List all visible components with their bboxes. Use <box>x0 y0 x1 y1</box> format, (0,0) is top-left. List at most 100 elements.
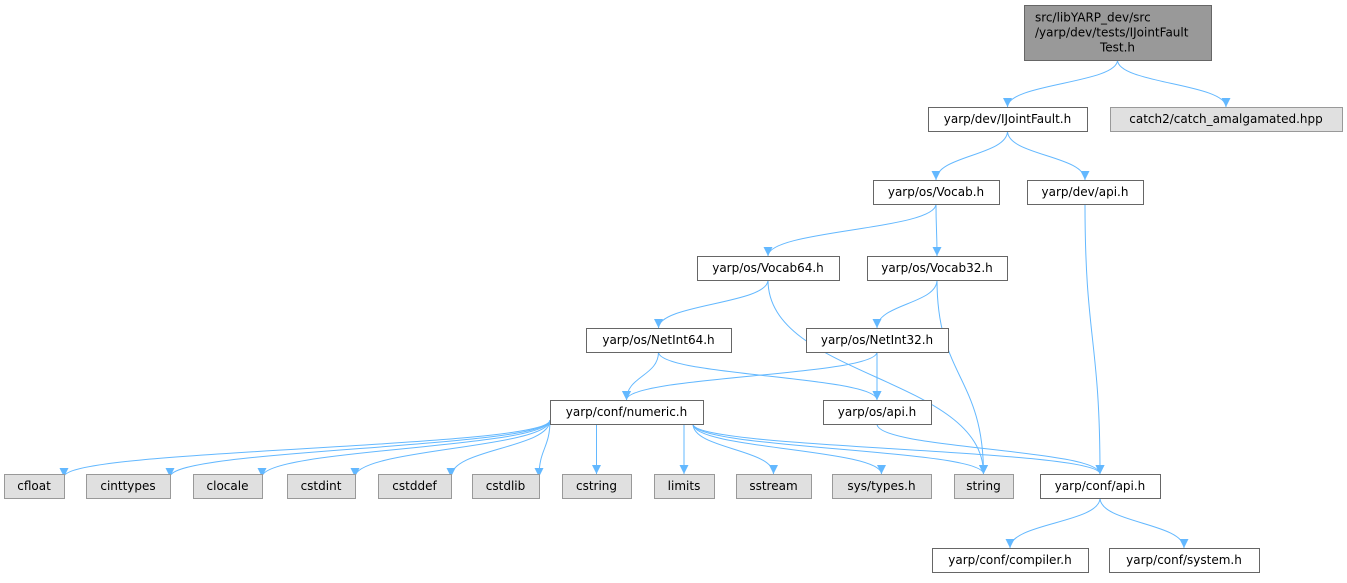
node-box <box>928 107 1088 132</box>
node-box <box>378 474 452 499</box>
node-vocab32[interactable]: yarp/os/Vocab32.h <box>867 256 1008 281</box>
node-label: sstream <box>749 479 797 493</box>
node-box <box>1110 107 1343 132</box>
node-cstdlib: cstdlib <box>472 474 540 499</box>
edge-numeric-to-confapi <box>692 423 1105 475</box>
node-box <box>1024 5 1212 61</box>
node-label: yarp/os/Vocab32.h <box>881 261 993 275</box>
node-box <box>472 474 540 499</box>
edge-numeric-to-cfloat <box>59 419 551 478</box>
node-label: cstdlib <box>486 479 525 493</box>
edge-vocab-to-vocab32 <box>932 203 942 257</box>
edge-vocab64-to-string <box>767 279 988 475</box>
node-box <box>654 474 715 499</box>
node-box <box>1109 548 1260 573</box>
node-label: yarp/os/api.h <box>838 405 916 419</box>
node-clocale: clocale <box>193 474 263 499</box>
node-box <box>1027 180 1144 205</box>
node-system[interactable]: yarp/conf/system.h <box>1109 548 1260 573</box>
node-label: yarp/os/Vocab.h <box>888 185 984 199</box>
node-label: cfloat <box>17 479 51 493</box>
edge-numeric-to-cstdint <box>350 419 551 478</box>
node-sstream: sstream <box>736 474 812 499</box>
node-vocab64[interactable]: yarp/os/Vocab64.h <box>697 256 840 281</box>
node-label: yarp/os/NetInt64.h <box>602 333 714 347</box>
edge-numeric-to-cinttypes <box>165 419 551 478</box>
node-label: yarp/conf/compiler.h <box>948 553 1071 567</box>
edge-netint64-to-osapi <box>658 351 882 401</box>
node-label: string <box>966 479 1000 493</box>
node-box <box>867 256 1008 281</box>
edge-ijointfault-to-devapi <box>1007 130 1090 181</box>
node-cfloat: cfloat <box>4 474 65 499</box>
edge-numeric-to-cstddef <box>446 419 551 478</box>
edge-root-to-ijointfault <box>1003 59 1118 108</box>
node-label: yarp/conf/api.h <box>1055 479 1146 493</box>
node-box <box>4 474 65 499</box>
edge-root-to-catch2 <box>1117 59 1231 108</box>
node-netint32[interactable]: yarp/os/NetInt32.h <box>806 328 949 353</box>
node-label: cinttypes <box>100 479 155 493</box>
node-label: yarp/dev/IJointFault.h <box>944 112 1071 126</box>
node-label: src/libYARP_dev/src <box>1035 11 1151 25</box>
edge-vocab64-to-netint64 <box>654 279 769 329</box>
node-cstring: cstring <box>562 474 632 499</box>
node-limits: limits <box>654 474 715 499</box>
edge-devapi-to-confapi <box>1084 203 1105 475</box>
edge-numeric-to-systypes <box>692 423 886 475</box>
node-label: yarp/os/Vocab64.h <box>712 261 824 275</box>
node-box <box>697 256 840 281</box>
edge-numeric-to-string <box>692 423 988 475</box>
edge-ijointfault-to-vocab <box>931 130 1008 181</box>
edge-confapi-to-system <box>1099 497 1189 549</box>
node-label: Test.h <box>1099 41 1135 55</box>
node-box <box>193 474 263 499</box>
node-label: clocale <box>207 479 249 493</box>
node-box <box>562 474 632 499</box>
node-label: yarp/os/NetInt32.h <box>821 333 933 347</box>
node-label: limits <box>668 479 701 493</box>
node-label: yarp/conf/system.h <box>1126 553 1242 567</box>
node-devapi[interactable]: yarp/dev/api.h <box>1027 180 1144 205</box>
edge-numeric-to-sstream <box>692 423 778 475</box>
node-cstddef: cstddef <box>378 474 452 499</box>
node-label: /yarp/dev/tests/IJointFault <box>1035 26 1189 40</box>
node-box <box>932 548 1089 573</box>
node-confapi[interactable]: yarp/conf/api.h <box>1040 474 1161 499</box>
node-box <box>806 328 949 353</box>
edge-vocab-to-vocab64 <box>763 203 937 257</box>
edge-vocab32-to-netint32 <box>872 279 938 329</box>
node-box <box>586 328 732 353</box>
node-box <box>287 474 356 499</box>
node-box <box>1040 474 1161 499</box>
node-box <box>550 400 704 425</box>
node-string: string <box>954 474 1014 499</box>
node-cstdint: cstdint <box>287 474 356 499</box>
node-box <box>823 400 932 425</box>
node-cinttypes: cinttypes <box>86 474 171 499</box>
node-osapi[interactable]: yarp/os/api.h <box>823 400 932 425</box>
edge-confapi-to-compiler <box>1005 497 1101 549</box>
edge-netint32-to-numeric <box>622 351 878 401</box>
edge-numeric-to-clocale <box>257 419 551 478</box>
node-ijointfault[interactable]: yarp/dev/IJointFault.h <box>928 107 1088 132</box>
node-label: yarp/conf/numeric.h <box>566 405 687 419</box>
edge-osapi-to-confapi <box>876 423 1105 475</box>
node-compiler[interactable]: yarp/conf/compiler.h <box>932 548 1089 573</box>
node-label: cstring <box>576 479 617 493</box>
node-label: sys/types.h <box>847 479 915 493</box>
node-numeric[interactable]: yarp/conf/numeric.h <box>550 400 704 425</box>
node-box <box>954 474 1014 499</box>
edge-vocab32-to-string <box>936 279 988 475</box>
node-label: cstddef <box>392 479 437 493</box>
node-vocab[interactable]: yarp/os/Vocab.h <box>873 180 1000 205</box>
node-systypes: sys/types.h <box>832 474 932 499</box>
node-box <box>832 474 932 499</box>
node-label: catch2/catch_amalgamated.hpp <box>1129 112 1323 126</box>
edge-netint64-to-numeric <box>622 351 659 401</box>
node-box <box>736 474 812 499</box>
node-label: yarp/dev/api.h <box>1042 185 1129 199</box>
node-netint64[interactable]: yarp/os/NetInt64.h <box>586 328 732 353</box>
node-catch2: catch2/catch_amalgamated.hpp <box>1110 107 1343 132</box>
